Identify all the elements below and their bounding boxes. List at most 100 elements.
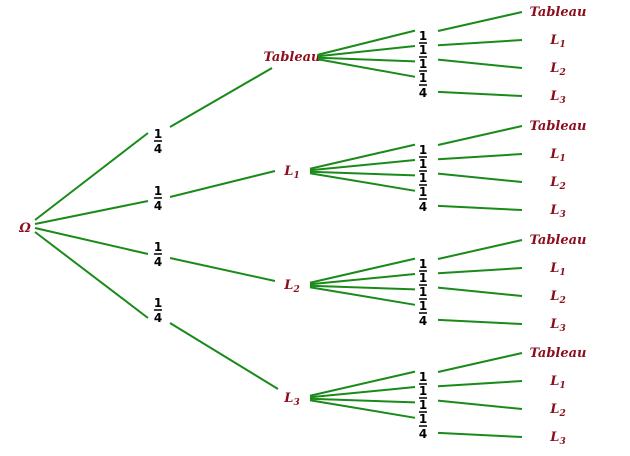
- leaf-1-1: Tableau: [529, 5, 586, 20]
- probability-l2-2-4-denominator: 4: [419, 200, 427, 214]
- leaf-2-2: L1: [549, 147, 565, 164]
- root-edge-1-b: [169, 67, 273, 128]
- leaf-1-4-text: L: [549, 89, 559, 104]
- leaf-3-4-text: L: [549, 317, 559, 332]
- leaf-2-3-text: L: [549, 175, 559, 190]
- probability-l2-3-3-numerator: 1: [419, 285, 427, 299]
- probability-l1-2-denominator: 4: [154, 199, 162, 213]
- edge-l2-2-2-b: [437, 153, 523, 161]
- leaf-1-1-text: Tableau: [529, 5, 586, 20]
- root-edge-3-a: [34, 227, 149, 255]
- probability-l2-4-4-denominator: 4: [419, 427, 427, 441]
- probability-l2-4-2-numerator: 1: [419, 384, 427, 398]
- edge-l2-4-2-b: [437, 380, 523, 388]
- root-omega: Ω: [18, 221, 31, 236]
- edge-l2-4-4-a: [309, 399, 416, 419]
- root-edge-3-b: [169, 257, 276, 282]
- node-l1-1: Tableau: [263, 50, 320, 65]
- edge-l2-3-4-b: [437, 318, 523, 325]
- root-edge-4-a: [34, 231, 149, 319]
- leaf-3-3-subscript: 2: [558, 296, 565, 306]
- leaf-2-3: L2: [549, 175, 565, 192]
- edge-l2-2-2-a: [309, 159, 416, 172]
- node-l1-2: L1: [283, 164, 299, 181]
- edge-l2-1-2-b: [437, 39, 523, 47]
- leaf-1-2: L1: [549, 33, 565, 50]
- probability-l2-1-2-numerator: 1: [419, 43, 427, 57]
- edge-l2-4-2-a: [309, 386, 416, 399]
- root-edge-4-b: [169, 322, 279, 390]
- leaf-4-2-text: L: [549, 374, 559, 389]
- probability-l1-1-numerator: 1: [154, 127, 162, 141]
- edge-l2-3-3-b: [437, 286, 523, 297]
- probability-l1-3: 14: [154, 240, 162, 269]
- leaf-4-4-subscript: 3: [559, 437, 565, 447]
- leaf-4-4: L3: [549, 430, 565, 447]
- root-edge-1-a: [34, 132, 149, 221]
- node-l1-4-text: L: [283, 391, 293, 406]
- leaf-2-3-subscript: 2: [558, 182, 565, 192]
- leaf-1-3-text: L: [549, 61, 559, 76]
- leaf-3-2-text: L: [549, 261, 559, 276]
- probability-l2-2-2-numerator: 1: [419, 157, 427, 171]
- leaf-3-4: L3: [549, 317, 565, 334]
- probability-l2-4-4-numerator: 1: [419, 412, 427, 426]
- root-edge-2-a: [34, 200, 149, 225]
- node-l1-4: L3: [283, 391, 299, 408]
- edge-l2-3-1-a: [309, 257, 416, 284]
- probability-l1-3-numerator: 1: [154, 240, 162, 254]
- leaf-2-4: L3: [549, 203, 565, 220]
- leaf-1-4: L3: [549, 89, 565, 106]
- edge-l2-1-4-b: [437, 90, 523, 97]
- probability-l1-4: 14: [154, 296, 162, 325]
- node-l1-3: L2: [283, 278, 299, 295]
- leaf-1-3: L2: [549, 61, 565, 78]
- edge-l2-3-2-a: [309, 273, 416, 286]
- leaf-3-3-text: L: [549, 289, 559, 304]
- probability-l2-4-1-numerator: 1: [419, 370, 427, 384]
- edge-l2-4-4-b: [437, 431, 523, 438]
- node-l1-4-subscript: 3: [293, 398, 299, 408]
- leaf-1-2-text: L: [549, 33, 559, 48]
- leaf-2-2-text: L: [549, 147, 559, 162]
- probability-l2-1-1-numerator: 1: [419, 29, 427, 43]
- leaf-2-1: Tableau: [529, 119, 586, 134]
- edge-l2-2-4-b: [437, 204, 523, 211]
- leaf-4-1-text: Tableau: [529, 346, 586, 361]
- probability-l2-4-3-numerator: 1: [419, 398, 427, 412]
- edge-l2-2-4-a: [309, 172, 416, 192]
- edge-l2-4-3-a: [309, 397, 416, 404]
- leaf-4-1: Tableau: [529, 346, 586, 361]
- leaf-1-2-subscript: 1: [559, 40, 565, 50]
- edge-l2-3-2-b: [437, 267, 523, 275]
- leaf-3-3: L2: [549, 289, 565, 306]
- node-l1-2-text: L: [283, 164, 293, 179]
- edge-l2-3-1-b: [437, 239, 523, 260]
- root-edge-2-b: [169, 170, 276, 198]
- node-l1-3-text: L: [283, 278, 293, 293]
- leaf-3-2: L1: [549, 261, 565, 278]
- probability-l2-2-1-numerator: 1: [419, 143, 427, 157]
- edge-l2-2-1-a: [309, 143, 416, 170]
- edge-l2-4-1-a: [309, 370, 416, 397]
- probability-l1-4-numerator: 1: [154, 296, 162, 310]
- probability-l2-2-3-numerator: 1: [419, 171, 427, 185]
- probability-l2-1-4-numerator: 1: [419, 71, 427, 85]
- probability-l2-3-1-numerator: 1: [419, 257, 427, 271]
- node-l1-3-subscript: 2: [292, 285, 299, 295]
- probability-l2-3-4-numerator: 1: [419, 299, 427, 313]
- leaf-2-1-text: Tableau: [529, 119, 586, 134]
- edge-l2-1-4-a: [317, 58, 416, 78]
- edge-l2-3-4-a: [309, 286, 416, 306]
- edge-l2-1-1-a: [317, 29, 416, 56]
- leaf-1-4-subscript: 3: [559, 96, 565, 106]
- probability-l2-3-2-numerator: 1: [419, 271, 427, 285]
- probability-l1-1-denominator: 4: [154, 142, 162, 156]
- edge-l2-1-3-b: [437, 58, 523, 69]
- probability-l2-1-4-denominator: 4: [419, 86, 427, 100]
